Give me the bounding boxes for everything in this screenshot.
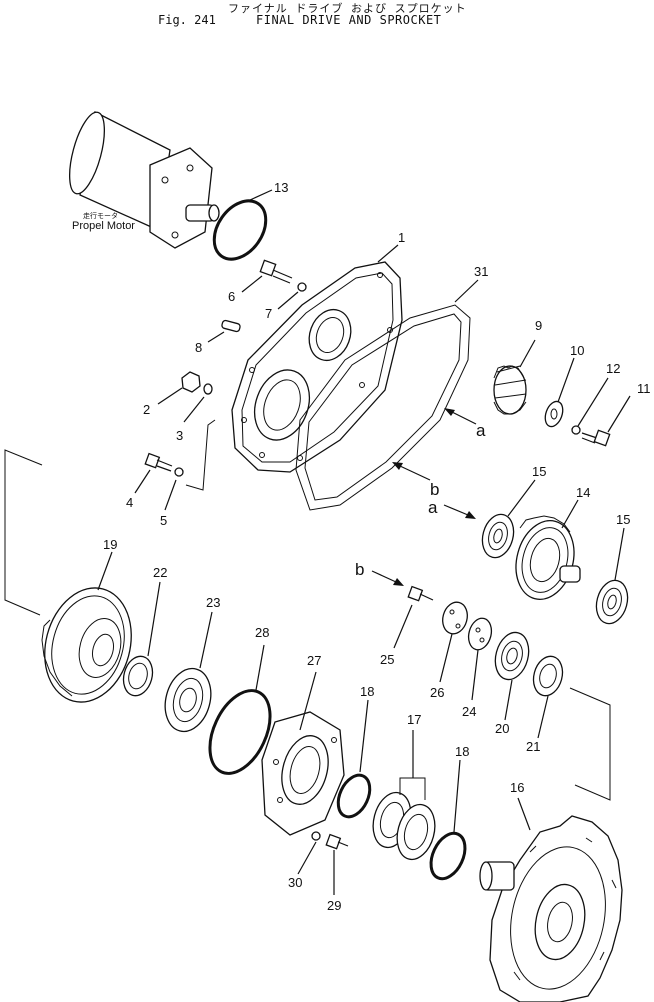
callout-31: 31 — [474, 264, 488, 279]
callout-12: 12 — [606, 361, 620, 376]
plate-26 — [442, 601, 468, 635]
bearing-23 — [164, 667, 212, 733]
callout-18-upper: 18 — [360, 684, 374, 699]
retainer-27 — [261, 711, 345, 836]
callout-15-upper: 15 — [532, 464, 546, 479]
sprocket-16 — [479, 815, 623, 1002]
gear-14 — [515, 515, 581, 600]
washer-5 — [174, 467, 184, 477]
motor-label-jp: 走行モータ — [83, 211, 118, 220]
callout-30: 30 — [288, 875, 302, 890]
bearing-20 — [494, 631, 530, 681]
o-ring-18-lower — [429, 831, 467, 881]
callout-7: 7 — [265, 306, 272, 321]
callout-24: 24 — [462, 704, 476, 719]
washer-10 — [544, 400, 564, 428]
pointer-a-upper: a — [476, 421, 486, 440]
japanese-title: ファイナル ドライブ および スプロケット — [228, 2, 467, 15]
figure-header: ファイナル ドライブ および スプロケット Fig. 241 FINAL DRI… — [0, 0, 654, 30]
propel-motor — [68, 111, 220, 249]
callout-26: 26 — [430, 685, 444, 700]
callout-8: 8 — [195, 340, 202, 355]
o-ring-18-upper — [336, 773, 372, 819]
pointer-b-upper: b — [430, 480, 439, 499]
callout-2: 2 — [143, 402, 150, 417]
plate-24 — [467, 617, 493, 651]
pointer-a-lower: a — [428, 498, 438, 517]
callout-9: 9 — [535, 318, 542, 333]
bolt-25 — [407, 585, 434, 602]
callout-16: 16 — [510, 780, 524, 795]
callout-13: 13 — [274, 180, 288, 195]
callout-1: 1 — [398, 230, 405, 245]
gasket-31 — [295, 304, 471, 511]
plug-2 — [181, 371, 201, 393]
callout-22: 22 — [153, 565, 167, 580]
callout-10: 10 — [570, 343, 584, 358]
callout-27: 27 — [307, 653, 321, 668]
bolt-4 — [144, 452, 173, 472]
bearing-15-right — [595, 579, 629, 625]
pin-8 — [221, 319, 241, 333]
pinion-gear-9 — [493, 365, 527, 415]
figure-number: Fig. 241 — [158, 13, 216, 27]
callout-4: 4 — [126, 495, 133, 510]
bolt-6 — [259, 259, 293, 284]
o-ring-3 — [203, 383, 213, 395]
gear-19 — [41, 587, 132, 703]
callout-3: 3 — [176, 428, 183, 443]
bolt-11 — [581, 429, 611, 447]
callout-17: 17 — [407, 712, 421, 727]
callout-18-lower: 18 — [455, 744, 469, 759]
spacer-22 — [122, 655, 154, 697]
callout-21: 21 — [526, 739, 540, 754]
callout-25: 25 — [380, 652, 394, 667]
spacer-21 — [532, 655, 564, 697]
motor-label-en: Propel Motor — [72, 220, 135, 232]
washer-30 — [311, 831, 321, 841]
callout-5: 5 — [160, 513, 167, 528]
callout-20: 20 — [495, 721, 509, 736]
washer-7 — [297, 282, 307, 292]
callout-14: 14 — [576, 485, 590, 500]
callout-11: 11 — [637, 381, 651, 396]
figure-title: FINAL DRIVE AND SPROCKET — [256, 13, 442, 27]
o-ring-13 — [212, 199, 268, 261]
bolt-29 — [325, 833, 349, 850]
callout-23: 23 — [206, 595, 220, 610]
callout-15-right: 15 — [616, 512, 630, 527]
seal-17 — [372, 791, 436, 861]
callout-19: 19 — [103, 537, 117, 552]
o-ring-28 — [208, 689, 272, 775]
final-drive-housing-1 — [231, 261, 403, 473]
callout-29: 29 — [327, 898, 341, 913]
callout-28: 28 — [255, 625, 269, 640]
washer-12 — [571, 425, 581, 435]
callout-6: 6 — [228, 289, 235, 304]
pointer-b-lower: b — [355, 560, 364, 579]
bearing-15-upper — [481, 513, 515, 559]
